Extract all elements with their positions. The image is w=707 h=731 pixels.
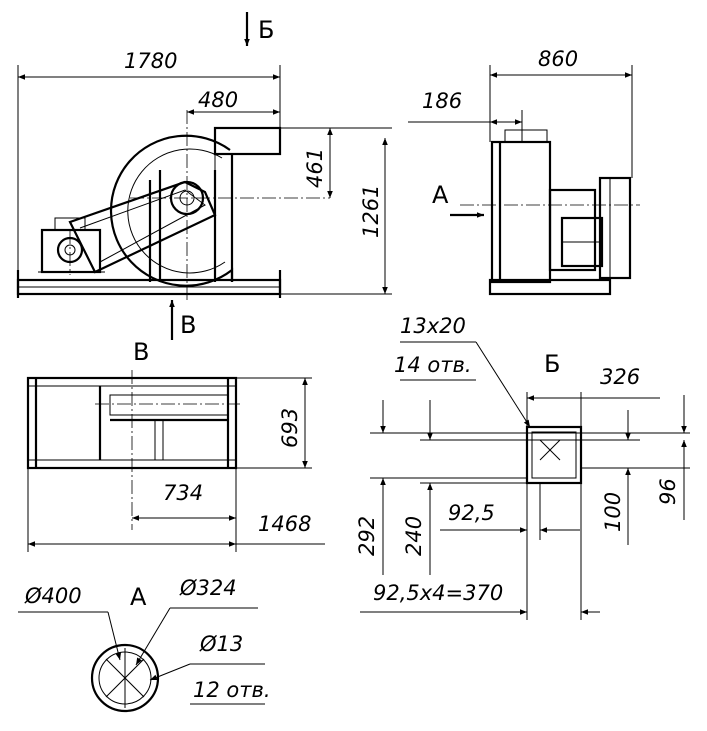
fan-housing [109,134,234,287]
dim-480: 480 [198,88,238,112]
view-v-title: В [133,338,149,366]
dim-100: 100 [601,492,625,532]
front-view: 1780 480 461 1261 Б В [16,12,392,340]
holes-12-label: 12 отв. [193,678,271,702]
view-a-title: А [130,583,147,611]
dim-96: 96 [656,478,680,505]
dim-693: 693 [278,408,302,448]
view-arrow-b-label: Б [258,16,274,44]
dim-240: 240 [402,516,426,556]
side-motor-mount [548,188,597,272]
dim-dia-400: Ø400 [24,584,82,608]
dim-461: 461 [303,148,327,188]
dim-dia-324: Ø324 [179,576,237,600]
view-a: А Ø400 Ø324 Ø13 12 отв. [18,576,271,713]
dim-860: 860 [538,47,578,71]
dim-1780: 1780 [124,49,177,73]
hole-size-label: 13x20 [400,314,466,338]
inlet-flange-outer [90,643,160,713]
dim-326: 326 [600,365,640,389]
view-arrow-v-label: В [180,311,196,339]
belt-guard [68,180,217,274]
side-view: 860 186 А [408,47,640,296]
view-b: Б 13x20 14 отв. 326 292 240 92,5 [355,314,690,620]
view-arrow-a-label: А [432,181,449,209]
fan-outlet [213,126,282,156]
hole-count-label: 14 отв. [394,353,472,377]
dim-1468: 1468 [258,512,311,536]
dim-92-5: 92,5 [448,501,495,525]
view-v: В 693 734 1468 [26,338,325,552]
view-b-title: Б [544,350,560,378]
dim-186: 186 [422,89,462,113]
dim-pitch-total: 92,5x4=370 [373,581,503,605]
dim-dia-13: Ø13 [199,632,243,656]
dim-292: 292 [355,516,379,556]
dim-1261: 1261 [359,185,383,238]
dim-734: 734 [163,481,203,505]
outlet-flange [525,425,583,485]
